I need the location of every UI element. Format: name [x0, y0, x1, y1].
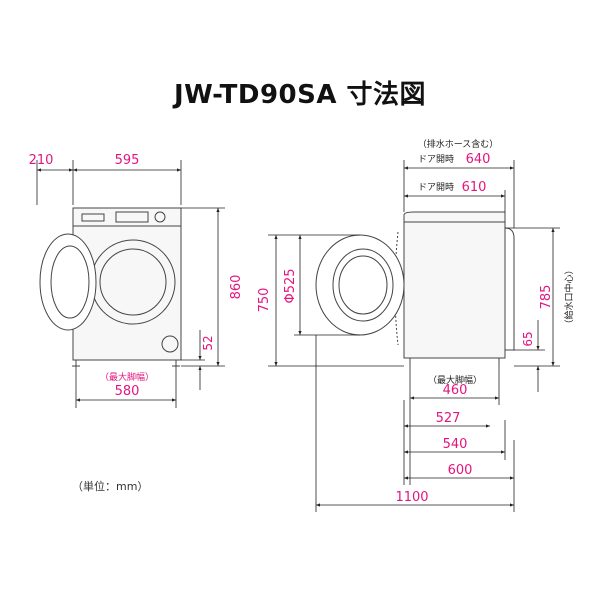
- unit-note: （単位：mm）: [72, 480, 149, 493]
- front-drum-inner: [99, 248, 167, 316]
- front-dial: [154, 211, 166, 223]
- side-dimension-lines: [268, 160, 560, 512]
- front-display: [115, 211, 149, 223]
- front-view: [39, 207, 182, 367]
- front-dimension-labels: 210 595 860 52 （最大脚幅） 580: [29, 153, 244, 399]
- side-open-door: [315, 234, 405, 336]
- front-open-door: [39, 233, 97, 331]
- front-foot-note: （最大脚幅）: [100, 371, 154, 383]
- side-hose-note: （排水ホース含む）: [418, 138, 499, 150]
- page-title: JW-TD90SA 寸法図: [173, 80, 427, 110]
- side-inlet-note: （給水口中心）: [563, 265, 575, 328]
- side-drum-diameter-label: Φ525: [283, 268, 298, 303]
- side-drain-hose: [504, 227, 515, 351]
- front-door-glass: [50, 245, 90, 319]
- side-foot-note: （最大脚幅）: [428, 374, 482, 386]
- side-door-open-label-2: ドア開時: [418, 182, 454, 193]
- side-total-depth-label: 1100: [395, 490, 428, 505]
- side-drain-height-label: 65: [521, 331, 535, 346]
- side-door-glass: [332, 248, 394, 322]
- front-logo: [81, 213, 105, 222]
- front-height-label: 860: [229, 275, 244, 300]
- side-depth-527-label: 527: [436, 411, 461, 426]
- side-depth-540-label: 540: [443, 437, 468, 452]
- side-dimension-notes: （排水ホース含む） ドア開時 ドア開時 （最大脚幅） （給水口中心）: [418, 138, 575, 386]
- front-filter-cap: [161, 335, 179, 353]
- front-foot-height-label: 52: [201, 335, 215, 350]
- side-view: [315, 211, 515, 366]
- side-inlet-height-label: 785: [539, 285, 554, 310]
- side-depth-610-label: 610: [462, 180, 487, 195]
- front-door-width-label: 210: [29, 153, 54, 168]
- front-body-width-label: 595: [115, 153, 140, 168]
- side-dimension-labels: 640 610 750 Φ525 785 65 460 527 540 600 …: [257, 152, 554, 505]
- side-door-open-label-1: ドア開時: [418, 154, 454, 165]
- side-depth-640-label: 640: [466, 152, 491, 167]
- side-foot-width-label: 460: [443, 383, 468, 398]
- side-depth-600-label: 600: [448, 463, 473, 478]
- side-door-height-label: 750: [257, 288, 272, 313]
- front-foot-width-label: 580: [115, 384, 140, 399]
- side-body: [403, 211, 506, 359]
- front-dimension-lines: [36, 160, 225, 408]
